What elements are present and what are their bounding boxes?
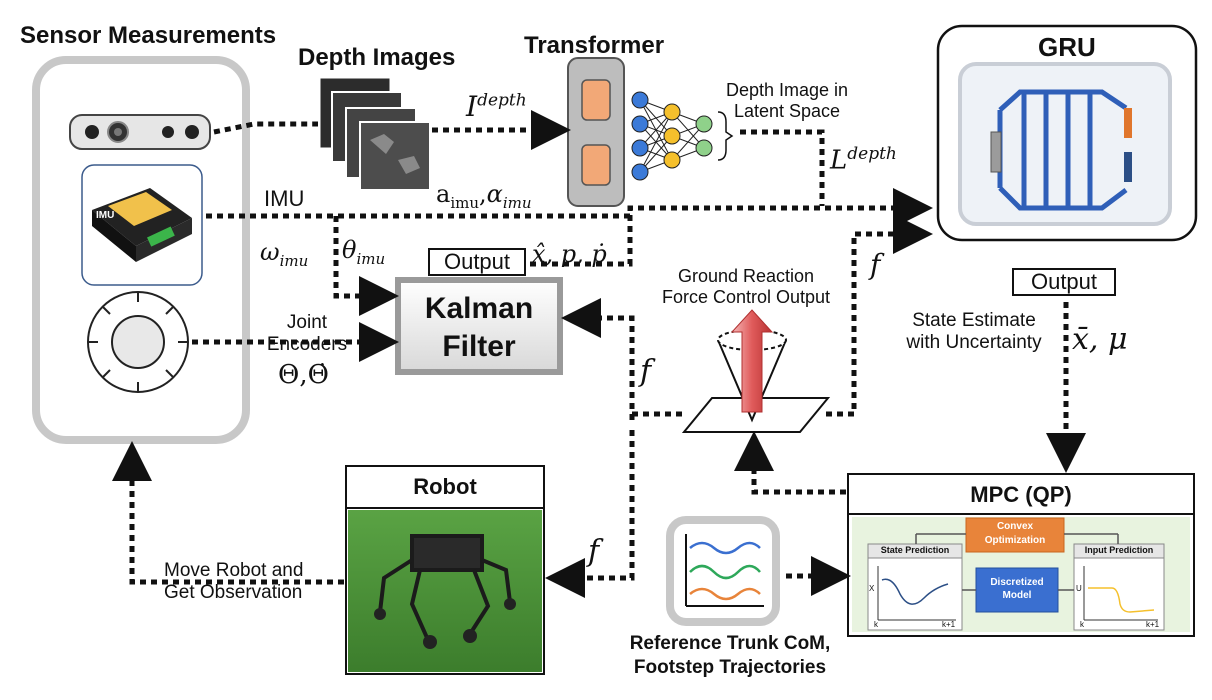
- latent-signal: Ldepth: [830, 144, 897, 176]
- k-label-right: k: [1080, 620, 1084, 629]
- depth-title: Depth Images: [298, 44, 456, 71]
- convex-optimization: Convex Optimization: [984, 521, 1046, 546]
- gru-block: [936, 24, 1198, 242]
- k1-label-left: k+1: [942, 620, 956, 629]
- state-estimate-label: State Estimate with Uncertainty: [906, 310, 1042, 353]
- input-prediction-label: Input Prediction: [1084, 545, 1154, 555]
- state-prediction-label: State Prediction: [880, 545, 950, 555]
- k-label-left: k: [874, 620, 878, 629]
- reference-label: Reference Trunk CoM, Footstep Trajectori…: [629, 633, 831, 678]
- k1-label-right: k+1: [1146, 620, 1160, 629]
- neural-network-icon: [631, 91, 734, 181]
- signal-paths: [112, 110, 1086, 598]
- kalman-output-symbols: x̂, p, ṗ: [532, 240, 607, 268]
- grf-f-left: f: [640, 354, 652, 389]
- imu-signals: aimu,αimu: [436, 180, 532, 212]
- kalman-filter-label: Kalman Filter: [424, 292, 534, 363]
- robot-title: Robot: [413, 474, 477, 499]
- state-estimate-symbols: x̄, μ: [1072, 322, 1128, 357]
- kalman-output-label: Output: [428, 248, 526, 276]
- reference-trajectory-icon: [666, 516, 780, 626]
- grf-f-right: f: [870, 248, 881, 281]
- latent-label: Depth Image in Latent Space: [725, 80, 849, 121]
- move-robot-label: Move Robot and Get Observation: [164, 560, 304, 603]
- depth-camera-icon: [69, 114, 211, 150]
- transformer-block: [567, 57, 625, 207]
- omega-imu: ωimu: [260, 238, 309, 270]
- grf-f-robot: f: [588, 534, 600, 569]
- robot-photo: [345, 465, 545, 675]
- imu-device-icon: [81, 164, 203, 286]
- joint-symbols: Θ,Θ̇: [278, 360, 329, 390]
- gru-title: GRU: [1038, 32, 1096, 62]
- mpc-title: MPC (QP): [970, 482, 1072, 507]
- depth-image-stack: [319, 77, 431, 191]
- x-axis-label: X: [869, 584, 875, 593]
- imu-badge: IMU: [96, 210, 115, 221]
- gru-output-label: Output: [1012, 268, 1116, 296]
- joint-label: Joint Encoders: [266, 312, 348, 355]
- grf-label: Ground Reaction Force Control Output: [661, 266, 831, 307]
- grf-cone-icon: [681, 309, 831, 433]
- u-axis-label: U: [1076, 584, 1082, 593]
- depth-signal: Idepth: [466, 90, 527, 123]
- sensor-title: Sensor Measurements: [20, 22, 277, 49]
- theta-imu: θimu: [342, 236, 386, 268]
- imu-label: IMU: [264, 186, 305, 211]
- discretized-model: Discretized Model: [990, 577, 1044, 601]
- joint-encoder-icon: [87, 291, 189, 393]
- transformer-title: Transformer: [524, 32, 665, 59]
- mpc-block: [847, 473, 1195, 637]
